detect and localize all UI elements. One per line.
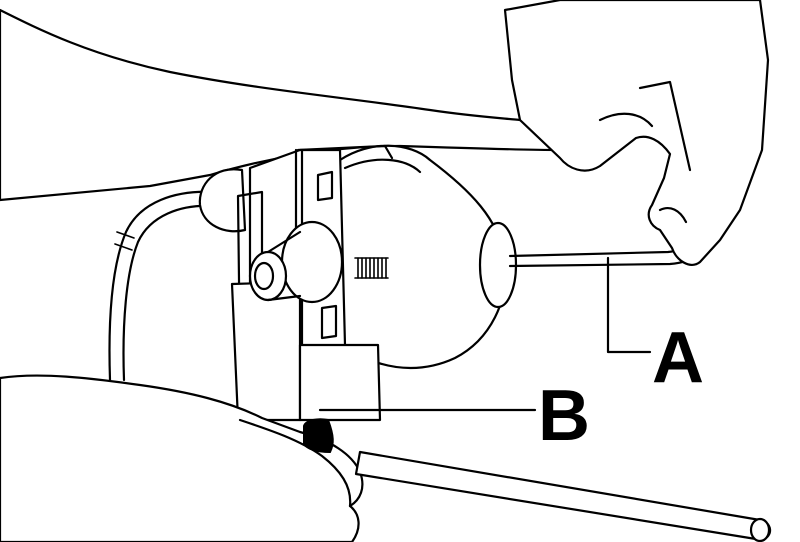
rod (354, 450, 772, 542)
pulley-bore (253, 261, 275, 291)
lower-housing (230, 280, 302, 422)
callout-label-a: A (652, 318, 704, 398)
leader-line-a (606, 256, 652, 354)
pulley-join (266, 230, 302, 302)
pulley-outer (280, 220, 344, 304)
motor-seam (343, 158, 422, 174)
threaded-stud (354, 257, 389, 279)
bracket-boss (198, 168, 247, 233)
rod-end (749, 517, 771, 542)
cable (108, 190, 216, 382)
bracket-clip-top (296, 144, 394, 160)
right-hand (503, 0, 770, 266)
cable-band (114, 231, 135, 251)
lower-collar (298, 343, 382, 422)
right-hand-fingers (598, 80, 692, 224)
cable-inner (122, 204, 216, 382)
bracket-slot-lower (320, 304, 338, 340)
bracket-slot (316, 170, 334, 202)
rubber-tip (303, 418, 334, 454)
callout-label-b: B (538, 376, 590, 456)
left-hand-thumb (238, 418, 352, 508)
